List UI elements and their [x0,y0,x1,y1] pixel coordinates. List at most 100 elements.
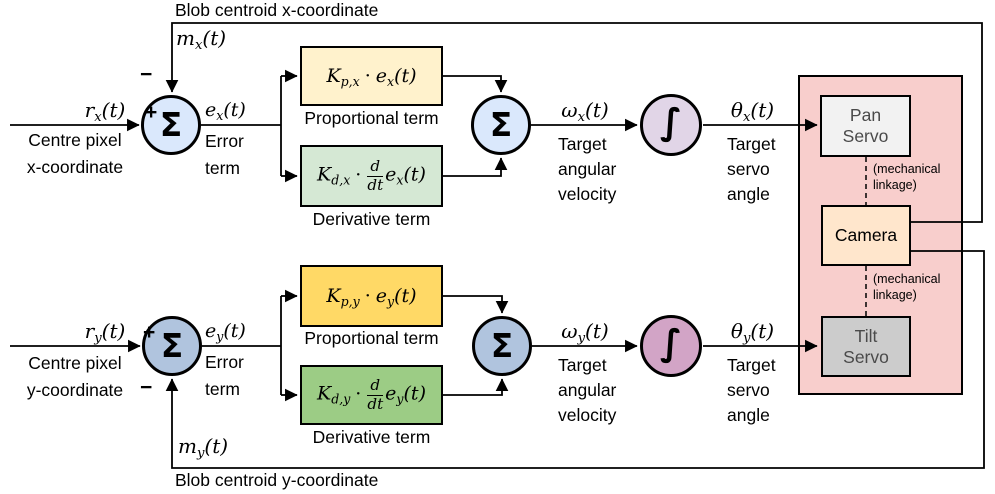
x-theta-signal-label: θx(t) [725,98,780,126]
x-error-caption: Error term [205,131,244,178]
gain-sub: p,y [340,294,360,309]
gain-sub: p,x [340,74,360,89]
y-velocity-sum-junction: Σ [472,316,532,376]
base: θ [730,98,743,122]
dot-operator: · [355,383,362,405]
tilt-servo-label: Tilt Servo [843,325,889,367]
camera-block: Camera [821,205,911,266]
x-velocity-sum-junction: Σ [471,95,531,155]
dot-operator: · [355,164,362,186]
x-feedback-caption: Blob centroid x-coordinate [175,0,379,20]
gain-sub: d,y [331,392,351,407]
base: e [205,320,217,342]
mechanical-linkage-label-bottom: (mechanical linkage) [873,272,941,302]
x-integral-symbol: ∫ [660,102,682,143]
x-error-sum-junction: Σ [141,95,201,155]
numerator: d [367,377,384,396]
y-error-sum-symbol: Σ [160,325,184,365]
arg: (t) [750,98,775,122]
dot-operator: · [364,65,371,87]
y-ref-signal-label: ry(t) [60,319,150,345]
arg: (t) [403,164,426,186]
x-proportional-block: Kp,x·ex(t) [300,46,443,106]
mechanical-linkage-label-top: (mechanical linkage) [873,162,941,192]
error-sub: y [387,294,395,309]
arg: (t) [101,319,126,343]
x-proportional-equation: Kp,x·ex(t) [326,65,416,89]
x-theta-caption: Target servo angle [727,134,776,204]
arg: (t) [585,98,609,122]
sub: x [742,110,751,126]
y-minus-sign: − [140,376,153,399]
wire-feedback-y [165,250,985,469]
x-velocity-sum-symbol: Σ [489,104,513,144]
y-omega-signal-label: ωy(t) [550,319,620,347]
x-derivative-caption: Derivative term [312,209,431,229]
gain: K [317,383,332,405]
arg: (t) [204,434,229,458]
y-theta-caption: Target servo angle [727,355,776,425]
arg: (t) [223,99,246,121]
x-plus-sign: + [145,101,158,124]
sub: y [577,331,586,347]
y-proportional-caption: Proportional term [304,328,439,348]
y-error-caption: Error term [205,352,244,399]
error-var: e [385,383,397,405]
y-plus-sign: + [143,321,156,344]
dot-operator: · [364,285,371,307]
arg: (t) [202,26,227,50]
y-proportional-equation: Kp,y·ey(t) [326,285,417,309]
x-error-sum-symbol: Σ [159,104,183,144]
wire-prop-out-x [443,75,508,93]
x-minus-sign: − [140,63,153,86]
x-error-signal-label: ex(t) [205,99,246,123]
gain-sub: d,x [331,173,351,188]
arg: (t) [403,383,426,405]
denominator: dt [367,394,384,413]
gain: K [326,65,341,87]
x-ref-signal-label: rx(t) [60,98,150,126]
error-sub: x [387,74,395,89]
base: r [84,98,95,122]
sub: y [742,331,751,347]
y-integral-symbol: ∫ [660,323,682,364]
gain: K [317,164,332,186]
y-omega-caption: Target angular velocity [558,355,617,425]
tilt-servo-block: Tilt Servo [821,316,911,377]
base: θ [730,319,743,343]
error-var: e [375,65,388,87]
y-theta-signal-label: θy(t) [725,319,780,347]
arg: (t) [585,319,609,343]
wire-feedback-x [165,22,983,223]
y-error-sum-junction: Σ [142,316,202,376]
error-sub: y [396,392,404,407]
base: r [84,319,95,343]
wire-deriv-out-x [443,157,508,177]
y-proportional-block: Kp,y·ey(t) [300,265,443,327]
sub: y [216,329,224,344]
wire-deriv-out-y [443,378,509,396]
arg: (t) [394,285,417,307]
wire-prop-out-y [443,295,509,314]
y-feedback-caption: Blob centroid y-coordinate [175,470,379,490]
denominator: dt [367,175,384,194]
sub: x [216,108,224,123]
x-feedback-signal-label: mx(t) [176,26,227,54]
arg: (t) [223,320,246,342]
sub: x [94,110,102,126]
y-feedback-signal-label: my(t) [178,434,229,460]
x-proportional-caption: Proportional term [304,108,439,128]
x-ref-caption: Centre pixel x-coordinate [26,130,124,177]
base: m [176,26,195,50]
sub: x [194,38,203,54]
y-integrator-block: ∫ [640,315,702,377]
base: ω [561,98,578,122]
base: m [178,434,197,458]
numerator: d [367,158,384,177]
pan-servo-block: Pan Servo [820,95,911,157]
